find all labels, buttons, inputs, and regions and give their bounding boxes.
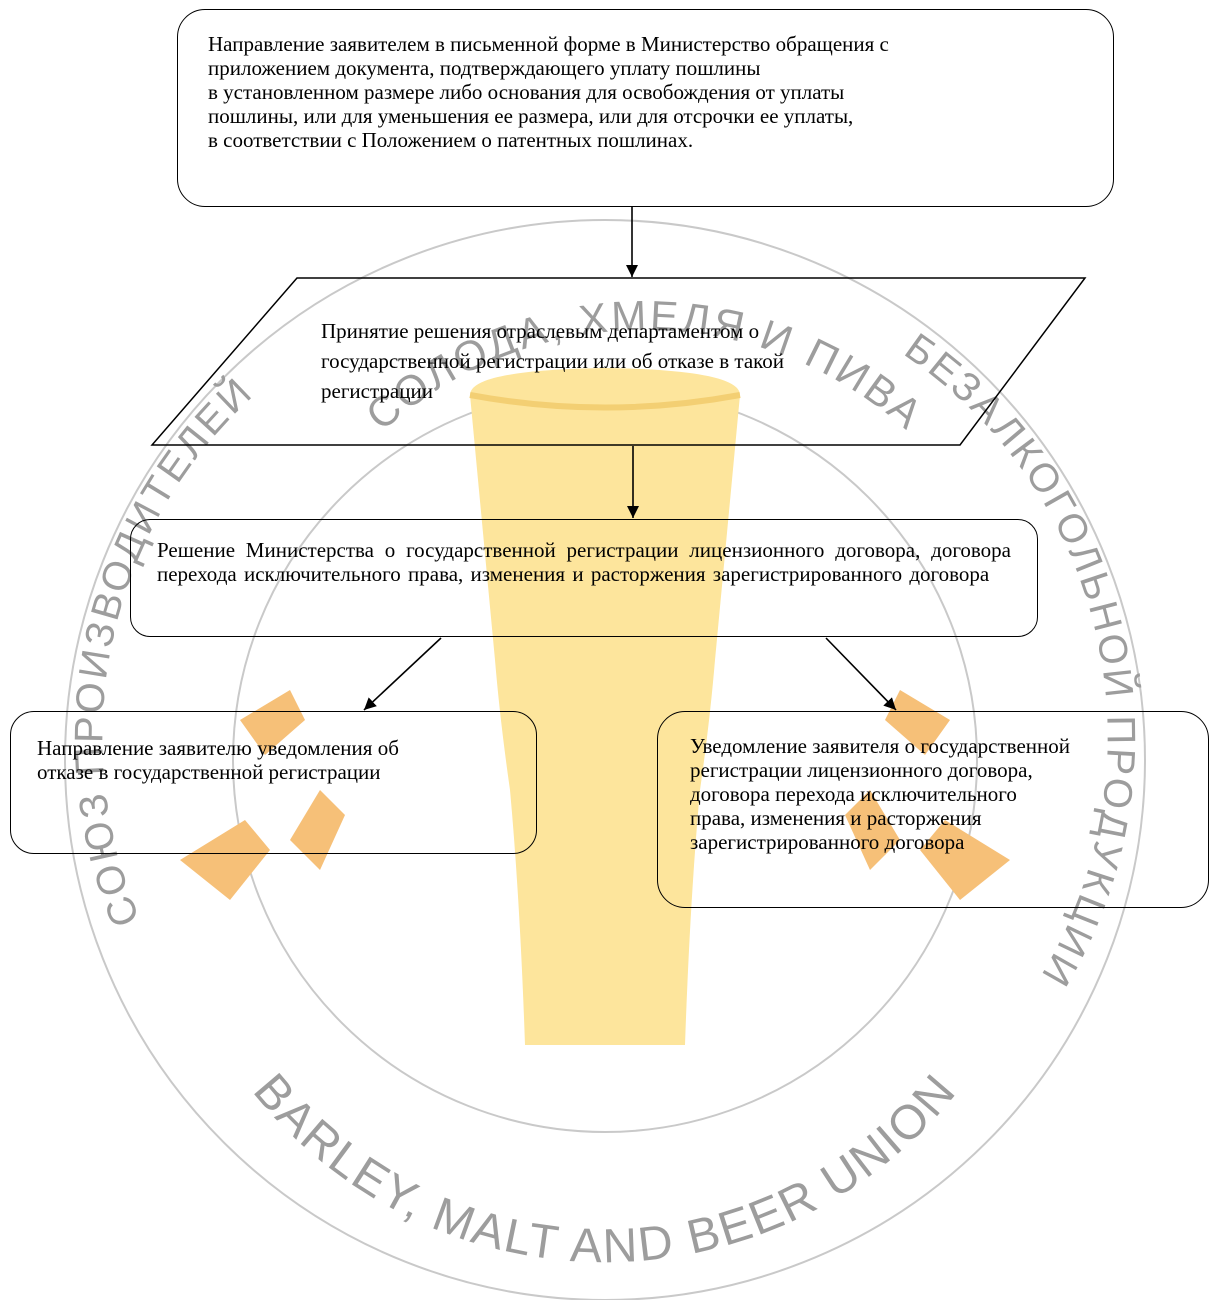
step1-line-1: Направление заявителем в письменной форм… — [208, 32, 889, 56]
barley-ear-right — [845, 690, 1010, 900]
step4-left-line-1: Направление заявителю уведомления об — [37, 736, 399, 760]
step2-line-2: государственной регистрации или об отказ… — [321, 349, 785, 373]
step-ministry-decision: Решение Министерства о государственной р… — [130, 519, 1038, 637]
step-submit-application: Направление заявителем в письменной форм… — [177, 9, 1114, 207]
beer-glass-shape — [470, 368, 740, 1045]
arrow-step3-to-refusal — [363, 637, 442, 711]
decision-parallelogram — [150, 277, 1087, 446]
step1-line-3: в установленном размере либо основания д… — [208, 80, 845, 104]
beer-glass-rim — [469, 392, 741, 411]
watermark-outer-ring — [64, 219, 1146, 1300]
step1-line-2: приложением документа, подтверждающего у… — [208, 56, 761, 80]
step4-right-line-4: права, изменения и расторжения — [690, 806, 982, 830]
barley-ear-left — [180, 690, 345, 900]
step2-line-3: регистрации — [321, 379, 433, 403]
step4-right-line-1: Уведомление заявителя о государственной — [690, 734, 1070, 758]
step4-right-line-3: договора перехода исключительного — [690, 782, 1017, 806]
beer-glass-emblem — [180, 368, 1010, 1045]
step4-right-line-5: зарегистрированного договора — [690, 830, 965, 854]
step1-line-5: в соответствии с Положением о патентных … — [208, 128, 694, 152]
step-refusal-notice: Направление заявителю уведомления об отк… — [10, 711, 537, 854]
step4-left-line-2: отказе в государственной регистрации — [37, 760, 381, 784]
step-department-decision: Принятие решения отраслевым департаменто… — [321, 316, 941, 406]
step1-line-4: пошлины, или для уменьшения ее размера, … — [208, 104, 854, 128]
step4-right-line-2: регистрации лицензионного договора, — [690, 758, 1033, 782]
step3-text: Решение Министерства о государственной р… — [157, 538, 1011, 586]
arrow-step3-to-notification — [825, 637, 897, 711]
step2-line-1: Принятие решения отраслевым департаменто… — [321, 319, 760, 343]
step-registration-notice: Уведомление заявителя о государственной … — [657, 711, 1209, 908]
